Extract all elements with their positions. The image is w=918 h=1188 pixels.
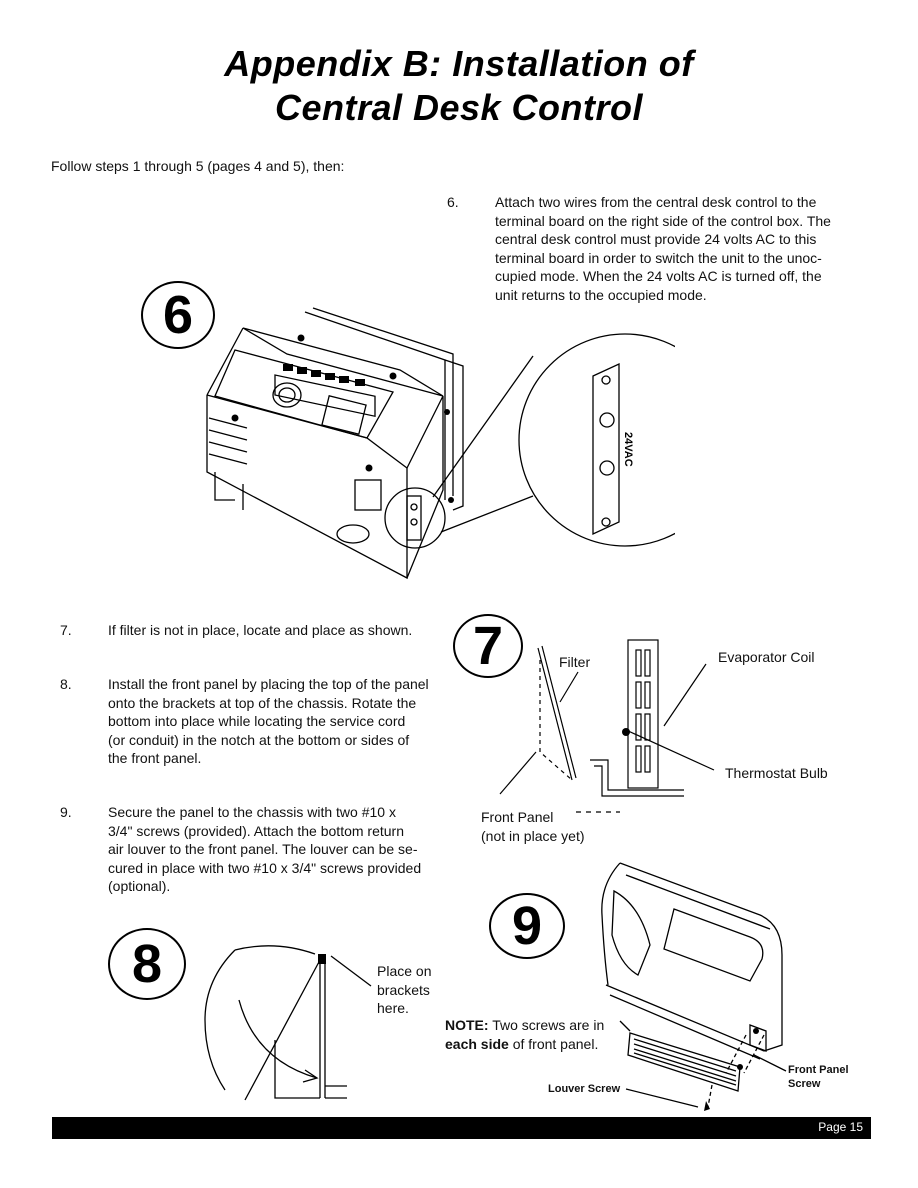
step-6: 6. Attach two wires from the central des…	[447, 193, 867, 313]
step-7: 7. If filter is not in place, locate and…	[60, 621, 440, 641]
step-6-line: cupied mode. When the 24 volts AC is tur…	[495, 268, 822, 284]
step-8: 8. Install the front panel by placing th…	[60, 675, 440, 770]
figure-6-badge: 6	[141, 281, 215, 349]
page-title-line1: Appendix B: Installation of	[224, 43, 694, 84]
note-text: Two screws are in	[488, 1017, 605, 1033]
place-on-brackets-label: Place on brackets here.	[377, 962, 431, 1018]
place-label-line1: Place on	[377, 963, 432, 979]
page-number: Page 15	[818, 1120, 863, 1134]
figure-9-drawing	[601, 862, 787, 1111]
step-8-line: the front panel.	[108, 750, 202, 766]
figure-7-drawing	[499, 639, 715, 813]
step-9: 9. Secure the panel to the chassis with …	[60, 803, 440, 898]
step-9-line: Secure the panel to the chassis with two…	[108, 804, 396, 820]
page-title-line2: Central Desk Control	[274, 87, 644, 128]
step-6-number: 6.	[447, 194, 459, 210]
step-9-line: cured in place with two #10 x 3/4" screw…	[108, 859, 422, 876]
step-6-line: central desk control must provide 24 vol…	[495, 231, 817, 247]
step-8-number: 8.	[60, 676, 72, 692]
figure-9-badge: 9	[489, 893, 565, 959]
step-9-line: air louver to the front panel. The louve…	[108, 841, 418, 857]
figure-8-badge: 8	[108, 928, 186, 1000]
step-6-line: terminal board in order to switch the un…	[495, 249, 822, 266]
step-7-line: If filter is not in place, locate and pl…	[108, 622, 413, 638]
note-text-2: of front panel.	[508, 1035, 599, 1052]
place-label-line3: here.	[377, 1000, 409, 1016]
front-panel-label: Front Panel (not in place yet)	[481, 808, 585, 845]
step-9-number: 9.	[60, 804, 72, 820]
step-8-line: bottom into place while locating the ser…	[108, 713, 406, 729]
step-6-line: unit returns to the occupied mode.	[495, 286, 707, 303]
place-label-line2: brackets	[377, 981, 430, 998]
note-bold: NOTE:	[445, 1017, 489, 1033]
thermostat-bulb-label: Thermostat Bulb	[725, 765, 828, 781]
step-6-line: Attach two wires from the central desk c…	[495, 194, 817, 210]
step-8-line: onto the brackets at top of the chassis.…	[108, 694, 417, 711]
step-8-line: Install the front panel by placing the t…	[108, 676, 429, 692]
step-9-line: (optional).	[108, 878, 171, 894]
evaporator-coil-label: Evaporator Coil	[718, 649, 815, 665]
intro-text: Follow steps 1 through 5 (pages 4 and 5)…	[51, 158, 345, 174]
front-panel-screw-label: Front Panel Screw	[788, 1063, 849, 1091]
step-8-line: (or conduit) in the notch at the bottom …	[108, 731, 410, 748]
front-panel-screw-line2: Screw	[788, 1078, 821, 1090]
louver-screw-label: Louver Screw	[548, 1083, 621, 1095]
terminal-voltage-label: 24VAC	[622, 432, 634, 467]
figure-9-note: NOTE: Two screws are in each side of fro…	[445, 1016, 604, 1053]
step-9-line: 3/4" screws (provided). Attach the botto…	[108, 822, 404, 839]
front-panel-label-line1: Front Panel	[481, 809, 554, 825]
filter-label: Filter	[559, 654, 591, 670]
figure-7-badge: 7	[453, 614, 523, 678]
step-7-number: 7.	[60, 622, 72, 638]
note-bold-2: each side	[445, 1035, 509, 1052]
step-6-line: terminal board on the right side of the …	[495, 212, 831, 229]
footer-bar: Page 15	[52, 1117, 871, 1139]
figure-8-drawing	[204, 945, 372, 1101]
front-panel-screw-line1: Front Panel	[788, 1064, 849, 1076]
figure-6-unit-drawing: 24VAC	[206, 307, 675, 580]
front-panel-label-line2: (not in place yet)	[481, 827, 585, 844]
